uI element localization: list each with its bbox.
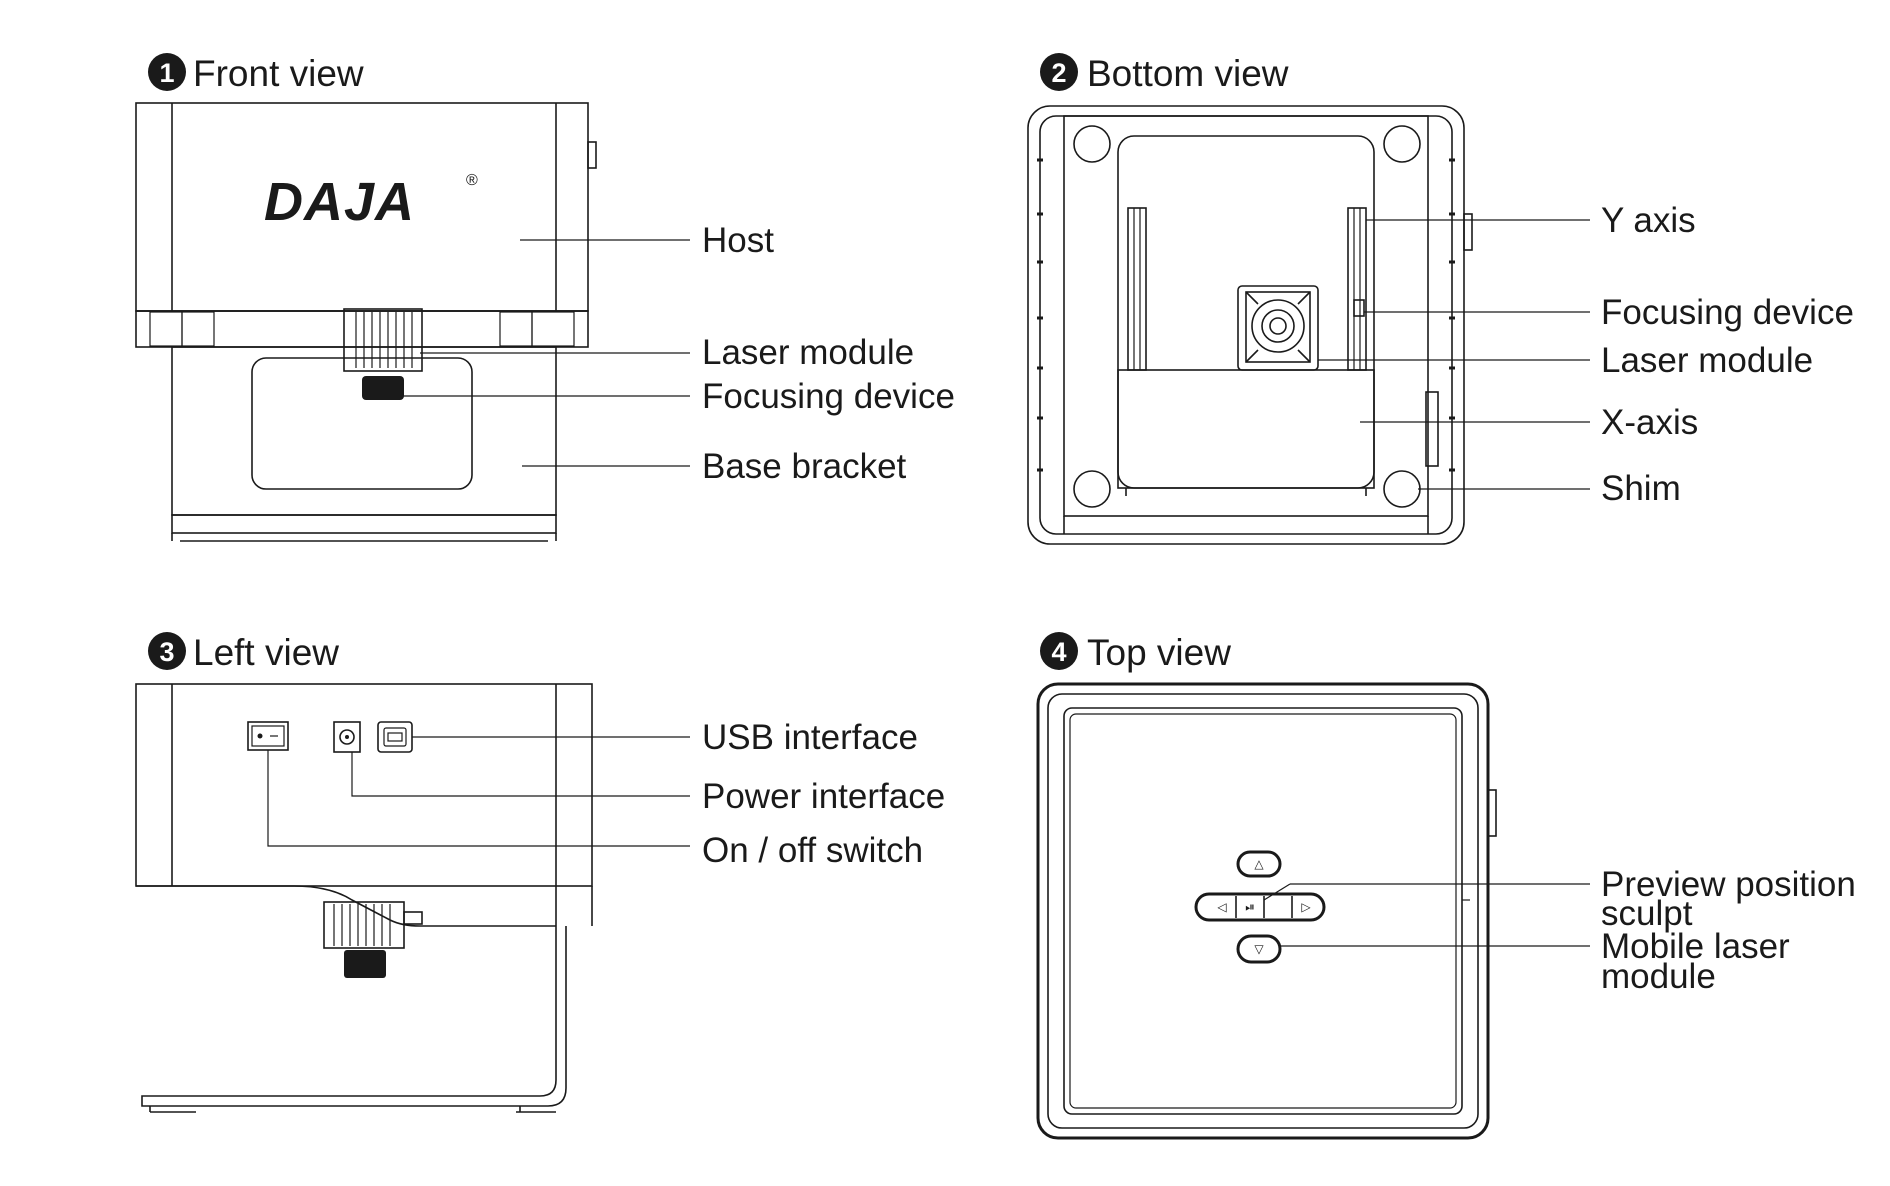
bottom-y-axis	[1347, 207, 1367, 371]
move-left-button[interactable]: ◁	[1216, 900, 1226, 914]
view-3-number: 3	[159, 637, 174, 667]
front-view: 1 Front view DAJA ®	[135, 53, 955, 542]
control-pad: △ ◁ ⏯ ▷ ▽	[1194, 850, 1326, 964]
label-bottom-focusing-device: Focusing device	[1601, 293, 1854, 332]
view-4-number: 4	[1051, 637, 1066, 667]
move-up-button[interactable]	[1236, 850, 1282, 878]
label-y-axis: Y axis	[1601, 201, 1696, 240]
logo-registered-mark: ®	[466, 172, 478, 189]
bottom-focusing-device	[1353, 299, 1365, 317]
move-right-button[interactable]: ▷	[1301, 900, 1311, 914]
logo-text: DAJA	[264, 172, 415, 232]
play-pause-icon: ⏯	[1245, 900, 1255, 914]
front-focusing-device	[362, 376, 404, 400]
label-front-focusing-device: Focusing device	[702, 377, 955, 416]
label-preview-position: Preview position	[1601, 865, 1856, 904]
bottom-laser-module	[1237, 285, 1319, 371]
right-arrow-icon: ▷	[1301, 900, 1311, 914]
label-usb-interface: USB interface	[702, 718, 918, 757]
label-mobile-laser: Mobile laser	[1601, 927, 1790, 966]
left-host-body	[135, 683, 593, 887]
label-shim: Shim	[1601, 469, 1681, 508]
label-base-bracket: Base bracket	[702, 447, 907, 486]
view-2-number: 2	[1051, 58, 1066, 88]
left-focusing-device	[344, 950, 386, 978]
label-module: module	[1601, 957, 1716, 996]
view-1-number: 1	[159, 58, 174, 88]
view-4-badge	[1040, 632, 1078, 670]
view-1-title: Front view	[193, 53, 364, 94]
bottom-outer-frame	[1027, 105, 1465, 545]
view-2-badge	[1040, 53, 1078, 91]
bottom-shim	[1383, 470, 1421, 508]
left-arrow-icon: ◁	[1216, 900, 1226, 914]
left-base-bracket	[141, 926, 567, 1107]
bottom-x-axis	[1117, 369, 1375, 489]
view-1-badge	[148, 53, 186, 91]
view-2-title: Bottom view	[1087, 53, 1289, 94]
label-front-laser-module: Laser module	[702, 333, 914, 372]
top-outer-frame	[1036, 682, 1490, 1140]
up-arrow-icon: △	[1254, 857, 1264, 871]
usb-interface	[377, 721, 413, 753]
move-down-button[interactable]	[1236, 934, 1282, 964]
view-3-badge	[148, 632, 186, 670]
label-on-off-switch: On / off switch	[702, 831, 923, 870]
preview-sculpt-button[interactable]: ⏯	[1245, 900, 1255, 914]
down-arrow-icon: ▽	[1254, 942, 1264, 956]
power-interface	[333, 721, 361, 753]
left-view: 3 Left view	[135, 632, 945, 1113]
label-host: Host	[702, 221, 774, 260]
label-bottom-laser-module: Laser module	[1601, 341, 1813, 380]
view-4-title: Top view	[1087, 632, 1231, 673]
front-laser-module	[343, 308, 423, 372]
label-sculpt: sculpt	[1601, 894, 1693, 933]
top-view: 4 Top view △ ◁ ⏯ ▷ ▽	[1036, 632, 1856, 1140]
label-x-axis: X-axis	[1601, 403, 1698, 442]
left-laser-module	[323, 901, 405, 949]
view-3-title: Left view	[193, 632, 339, 673]
bottom-view: 2 Bottom view	[1027, 53, 1854, 545]
front-side-knob	[587, 141, 597, 169]
label-power-interface: Power interface	[702, 777, 945, 816]
